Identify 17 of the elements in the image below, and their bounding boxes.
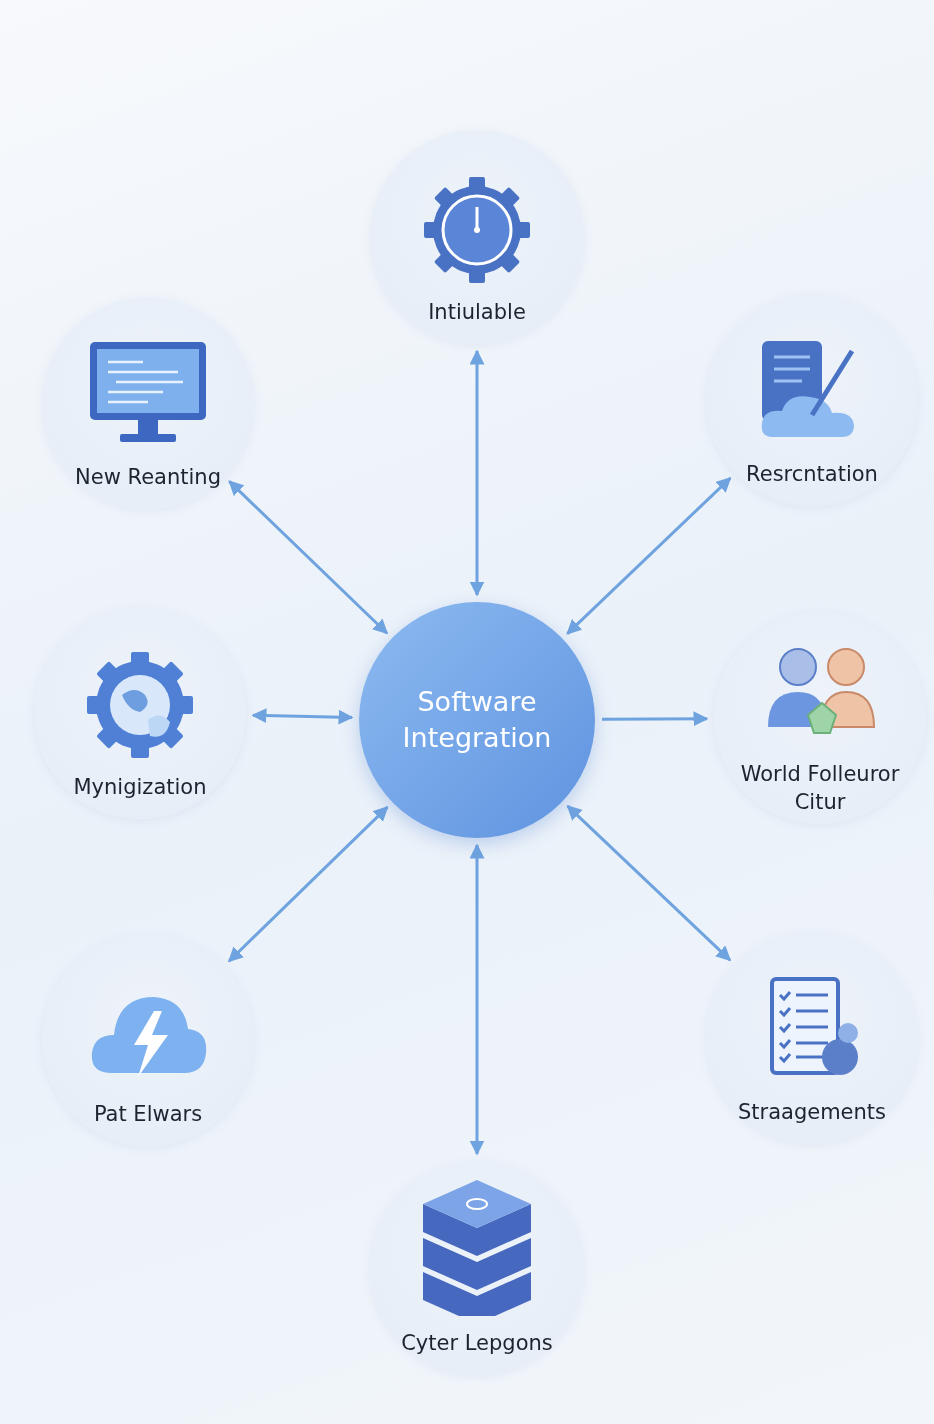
arrow: [602, 711, 709, 727]
arrow: [227, 806, 389, 963]
feature-label: Intiulable: [428, 298, 526, 326]
arrow: [566, 476, 732, 635]
feature-label: World Folleuror Citur: [739, 761, 901, 816]
arrow: [469, 843, 485, 1156]
feature-label: Mynigization: [73, 773, 207, 801]
hub-label: Software Integration: [401, 684, 553, 755]
feature-label: Resrcntation: [746, 460, 878, 488]
feature-label: Pat Elwars: [93, 1100, 203, 1128]
arrow: [566, 804, 732, 962]
arrow: [469, 349, 485, 597]
feature-label: Straagements: [737, 1098, 886, 1126]
feature-label: Cyter Lepgons: [401, 1329, 553, 1357]
arrow: [228, 480, 389, 635]
feature-label: New Reanting: [75, 463, 221, 491]
arrow: [251, 708, 354, 725]
